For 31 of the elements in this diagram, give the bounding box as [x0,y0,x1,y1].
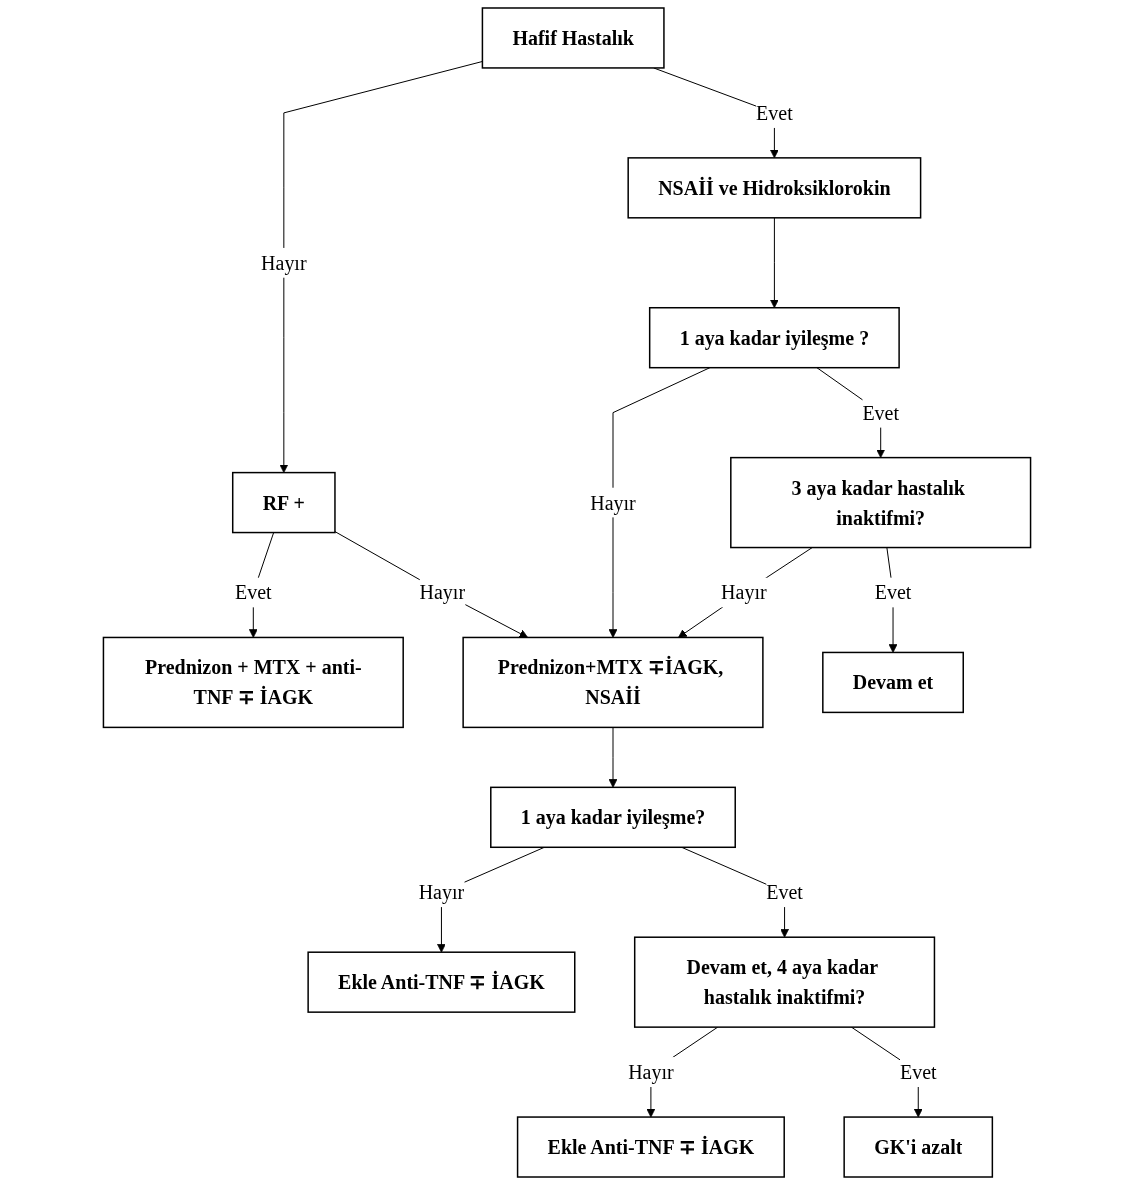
arrow [770,217,779,309]
arrow [279,60,483,473]
node-box: Prednizon+MTX ∓İAGK, NSAİİ [462,636,764,729]
edge-label: Evet [874,581,912,604]
node-box: Ekle Anti-TNF ∓ İAGK [516,1116,785,1178]
node-box: GK'i azalt [843,1116,994,1178]
arrow [678,547,813,638]
node-box: 3 aya kadar hastalık inaktifmi? [730,456,1032,549]
node-box: 1 aya kadar iyileşme ? [648,307,900,369]
node-box: Devam et [822,651,964,714]
edge-label: Hayır [590,491,636,514]
edge-label: Evet [235,581,272,604]
edge-label: Hayır [418,881,465,904]
arrow [608,726,618,788]
arrow [334,531,529,638]
node-box: Hafif Hastalık [481,7,665,69]
edge-label: Evet [766,881,803,904]
node-box: Ekle Anti-TNF ∓ İAGK [307,951,576,1013]
edge-label: Hayır [721,581,767,604]
arrow [608,367,711,638]
edge-label: Hayır [628,1061,674,1084]
node-box: NSAİİ ve Hidroksiklorokin [627,157,922,219]
edge-label: Evet [862,401,899,424]
edge-label: Hayır [261,251,307,274]
node-box: RF + [231,471,336,534]
node-box: Prednizon + MTX + anti-TNF ∓ İAGK [102,636,404,729]
edge-label: Evet [756,101,793,124]
node-box: 1 aya kadar iyileşme? [490,786,736,849]
edge-label: Evet [899,1061,937,1084]
edge-label: Hayır [419,581,466,604]
node-box: Devam et, 4 aya kadar hastalık inaktifmi? [633,936,936,1028]
